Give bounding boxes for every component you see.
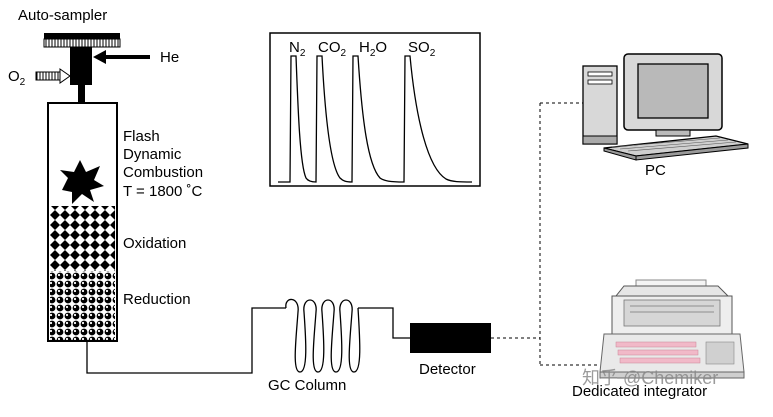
temperature-label: T = 1800 ˚C [123, 183, 203, 200]
pc-label: PC [645, 162, 666, 179]
gc-column-label: GC Column [268, 377, 346, 394]
transfer-tubing [86, 307, 286, 374]
flash-label-3: Combustion [123, 164, 203, 181]
oxidation-label: Oxidation [123, 235, 186, 252]
pc-computer-icon [582, 53, 749, 161]
peak-label-n2: N2 [289, 39, 306, 59]
reduction-label: Reduction [123, 291, 191, 308]
signal-lines [491, 102, 597, 366]
o2-arrow-icon [35, 68, 71, 84]
integrator-label: Dedicated integrator [572, 383, 707, 400]
gc-column-coil [285, 298, 361, 373]
chromatogram-trace [278, 55, 473, 183]
he-label: He [160, 49, 179, 66]
auto-sampler-tray [43, 33, 121, 48]
chromatogram-panel: N2 CO2 H2O SO2 [269, 32, 481, 187]
auto-sampler-label: Auto-sampler [18, 7, 107, 24]
reactor-column [47, 102, 118, 342]
injector-block [70, 47, 92, 103]
column-outlet-tubing [358, 307, 410, 339]
flash-label-1: Flash [123, 128, 160, 145]
detector-box [410, 323, 491, 353]
watermark-text: 知乎 @Chemiker [582, 368, 718, 388]
combustion-burst-icon [60, 160, 104, 204]
dedicated-integrator-icon [599, 279, 745, 379]
o2-label: O2 [8, 68, 26, 88]
he-arrow-icon [93, 50, 150, 64]
peak-label-co2: CO2 [318, 39, 347, 59]
peak-label-h2o: H2O [359, 39, 387, 59]
peak-label-so2: SO2 [408, 39, 436, 59]
flash-label-2: Dynamic [123, 146, 182, 163]
detector-label: Detector [419, 361, 476, 378]
